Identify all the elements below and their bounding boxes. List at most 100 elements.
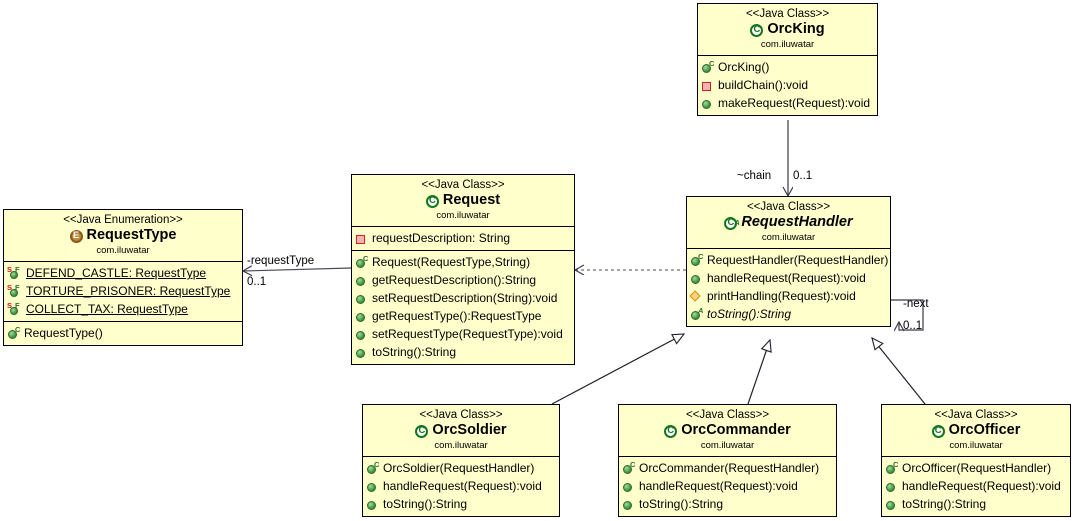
class-fields-request: requestDescription: String	[352, 227, 574, 250]
member-row[interactable]: buildChain():void	[698, 76, 877, 94]
class-name: RequestHandler	[741, 214, 853, 230]
member-row[interactable]: handleRequest(Request):void	[619, 477, 836, 495]
protected-method-icon	[689, 289, 704, 303]
class-header-requesttype: <<Java Enumeration>> E RequestType com.i…	[4, 210, 242, 262]
class-package: com.iluwatar	[761, 232, 816, 243]
class-methods-orcofficer: C OrcOfficer(RequestHandler) handleReque…	[882, 457, 1070, 516]
class-header-orcking: <<Java Class>> C OrcKing com.iluwatar	[698, 4, 877, 56]
class-name: Request	[442, 192, 501, 208]
class-methods-orccommander: C OrcCommander(RequestHandler) handleReq…	[619, 457, 836, 516]
edge-label-next-role: -next	[903, 298, 929, 310]
class-stereotype: <<Java Class>>	[419, 409, 503, 421]
class-name: OrcKing	[767, 21, 825, 37]
java-class-icon: C	[931, 424, 946, 438]
class-package: com.iluwatar	[700, 440, 755, 451]
class-stereotype: <<Java Class>>	[685, 409, 770, 421]
class-box-orccommander[interactable]: <<Java Class>> C OrcCommander com.iluwat…	[618, 404, 837, 517]
constructor-icon: C	[702, 59, 715, 74]
edge-label-next-mult: 0..1	[903, 320, 923, 332]
edge-generalization-orccommander	[747, 338, 772, 405]
member-row[interactable]: handleRequest(Request):void	[882, 477, 1070, 495]
constructor-icon: C	[623, 460, 636, 475]
java-class-icon: C	[664, 424, 678, 438]
member-row[interactable]: getRequestType():RequestType	[352, 307, 574, 325]
member-row[interactable]: toString():String	[363, 495, 559, 513]
member-row[interactable]: toString():String	[882, 495, 1070, 513]
class-header-requesthandler: <<Java Class>> C A RequestHandler com.il…	[687, 197, 890, 249]
edge-label-chain-role: ~chain	[737, 170, 772, 182]
constructor-icon: C	[367, 460, 380, 475]
edge-label-requesttype-mult: 0..1	[247, 276, 267, 288]
java-class-icon: C	[425, 194, 440, 208]
class-box-requesttype[interactable]: <<Java Enumeration>> E RequestType com.i…	[3, 209, 243, 346]
public-method-icon	[886, 480, 899, 493]
class-package: com.iluwatar	[436, 210, 490, 221]
edge-generalization-orcofficer	[871, 336, 926, 405]
class-stereotype: <<Java Class>>	[746, 201, 831, 213]
member-row[interactable]: toString():String	[619, 495, 836, 513]
class-box-orcsoldier[interactable]: <<Java Class>> C OrcSoldier com.iluwatar…	[362, 404, 560, 517]
class-box-orcking[interactable]: <<Java Class>> C OrcKing com.iluwatar C …	[697, 3, 878, 116]
class-name: OrcSoldier	[432, 422, 507, 438]
constructor-icon: C	[886, 460, 899, 475]
public-method-icon	[367, 498, 380, 511]
constructor-icon: C	[691, 252, 704, 267]
class-stereotype: <<Java Class>>	[745, 8, 830, 20]
public-method-icon	[356, 292, 369, 305]
member-row[interactable]: C OrcSoldier(RequestHandler)	[363, 459, 559, 477]
class-package: com.iluwatar	[96, 245, 150, 256]
public-method-icon	[356, 274, 369, 287]
member-row[interactable]: getRequestDescription():String	[352, 271, 574, 289]
class-methods-orcking: C OrcKing() buildChain():void makeReques…	[698, 56, 877, 115]
public-method-icon	[356, 310, 369, 323]
private-field-icon	[356, 232, 369, 245]
class-box-request[interactable]: <<Java Class>> C Request com.iluwatar re…	[351, 174, 575, 365]
class-box-requesthandler[interactable]: <<Java Class>> C A RequestHandler com.il…	[686, 196, 891, 327]
constructor-icon: C	[8, 325, 21, 340]
member-row[interactable]: C OrcCommander(RequestHandler)	[619, 459, 836, 477]
java-enum-icon: E	[69, 229, 84, 243]
member-row[interactable]: C RequestHandler(RequestHandler)	[687, 251, 890, 269]
class-stereotype: <<Java Class>>	[934, 409, 1018, 421]
member-row[interactable]: C Request(RequestType,String)	[352, 253, 574, 271]
member-row[interactable]: C OrcKing()	[698, 58, 877, 76]
member-row[interactable]: handleRequest(Request):void	[363, 477, 559, 495]
public-method-icon	[356, 346, 369, 359]
abstract-method-icon: A	[691, 306, 704, 321]
class-methods-request: C Request(RequestType,String) getRequest…	[352, 250, 574, 364]
edge-requesttype	[243, 268, 352, 271]
member-row[interactable]: handleRequest(Request):void	[687, 269, 890, 287]
public-method-icon	[367, 480, 380, 493]
java-class-icon: C	[750, 23, 764, 37]
member-row[interactable]: setRequestType(RequestType):void	[352, 325, 574, 343]
member-row[interactable]: C RequestType()	[4, 324, 242, 342]
edge-label-requesttype-role: -requestType	[247, 255, 315, 267]
member-row[interactable]: makeRequest(Request):void	[698, 94, 877, 112]
member-row[interactable]: A toString():String	[687, 305, 890, 323]
public-method-icon	[623, 480, 636, 493]
class-header-orcofficer: <<Java Class>> C OrcOfficer com.iluwatar	[882, 405, 1070, 457]
public-method-icon	[691, 272, 704, 285]
member-row[interactable]: printHandling(Request):void	[687, 287, 890, 305]
class-header-orcsoldier: <<Java Class>> C OrcSoldier com.iluwatar	[363, 405, 559, 457]
member-row[interactable]: setRequestDescription(String):void	[352, 289, 574, 307]
member-row[interactable]: toString():String	[352, 343, 574, 361]
member-row[interactable]: C OrcOfficer(RequestHandler)	[882, 459, 1070, 477]
public-method-icon	[886, 498, 899, 511]
java-class-icon: C	[415, 424, 429, 438]
class-name: OrcCommander	[681, 422, 791, 438]
private-method-icon	[702, 79, 715, 92]
class-methods-orcsoldier: C OrcSoldier(RequestHandler) handleReque…	[363, 457, 559, 516]
member-row[interactable]: requestDescription: String	[352, 229, 574, 247]
class-box-orcofficer[interactable]: <<Java Class>> C OrcOfficer com.iluwatar…	[881, 404, 1071, 517]
public-method-icon	[623, 498, 636, 511]
class-package: com.iluwatar	[949, 440, 1003, 451]
class-stereotype: <<Java Enumeration>>	[63, 214, 183, 226]
